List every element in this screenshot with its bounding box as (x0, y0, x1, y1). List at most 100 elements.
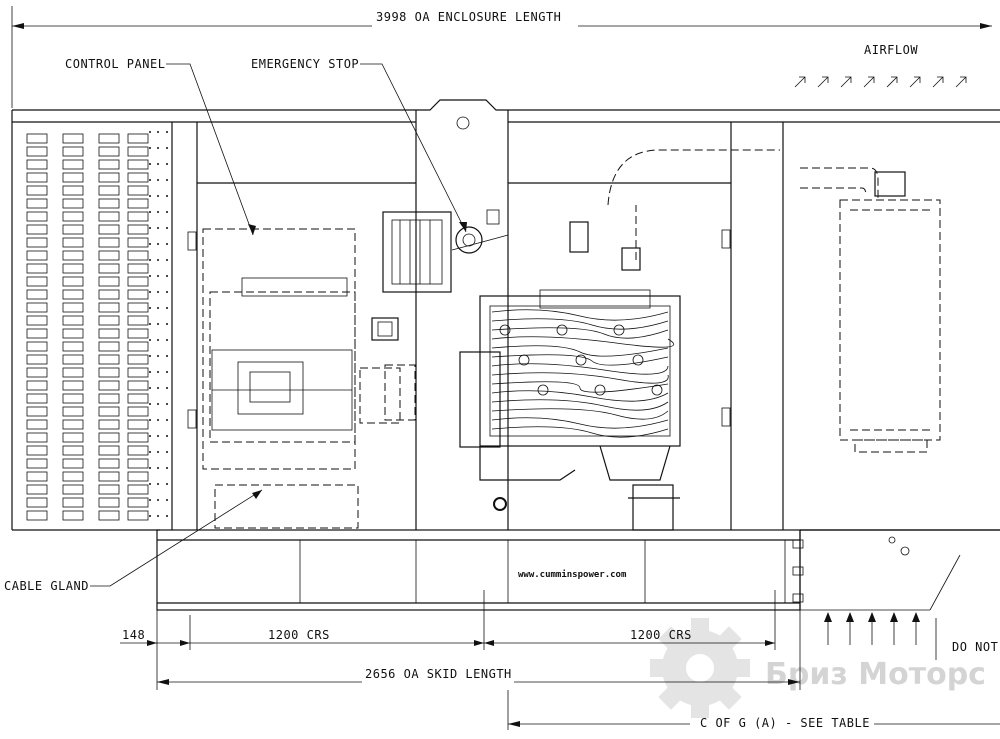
louvre-slat (127, 393, 149, 404)
airflow-arrows-icon (794, 76, 967, 88)
louvre-slat (98, 510, 120, 521)
watermark: Бриз Моторс (650, 618, 986, 718)
louvre-slat (62, 250, 84, 261)
engine-detail-line (491, 327, 669, 339)
louvre-slat (98, 393, 120, 404)
louvre-slat (62, 510, 84, 521)
rivet (149, 435, 151, 437)
rivet (166, 435, 168, 437)
louvre-slat (26, 211, 48, 222)
rivet (166, 483, 168, 485)
louvre-slat (127, 458, 149, 469)
louvre-slat (98, 211, 120, 222)
rivet (166, 499, 168, 501)
engine-detail-line (491, 390, 669, 402)
rivet (157, 419, 159, 421)
enclosure-body (11, 99, 1000, 531)
engine-detail-line (491, 426, 669, 438)
rivet (149, 163, 151, 165)
louvre-slat (62, 224, 84, 235)
louvre-slat (62, 393, 84, 404)
rivet (166, 515, 168, 517)
louvre-slat (62, 198, 84, 209)
rivet (157, 259, 159, 261)
louvre-slat (127, 133, 149, 144)
louvre-slat (98, 302, 120, 313)
louvre-slat (26, 341, 48, 352)
louvre-slat (98, 432, 120, 443)
rivet (149, 211, 151, 213)
engine-detail-line (491, 381, 669, 393)
engine-bolt (632, 354, 644, 366)
louvre-slat (98, 406, 120, 417)
louvre-slat (26, 159, 48, 170)
louvre-slat (62, 458, 84, 469)
engine-bolt (651, 384, 663, 396)
louvre-slat (98, 224, 120, 235)
control-panel-label: CONTROL PANEL (65, 57, 165, 71)
engine-bolt (537, 384, 549, 396)
rivet (157, 179, 159, 181)
enclosure-length-dimension: 3998 OA ENCLOSURE LENGTH (11, 6, 992, 108)
louvre-slat (127, 354, 149, 365)
louvre-slat (62, 159, 84, 170)
rivet (149, 291, 151, 293)
airflow-indicator: AIRFLOW (794, 43, 967, 88)
rivet (166, 179, 168, 181)
center-of-gravity-label: C OF G (A) - SEE TABLE (700, 716, 870, 730)
rivet (157, 515, 159, 517)
rivet (157, 339, 159, 341)
rivet (149, 371, 151, 373)
louvre-slat (127, 341, 149, 352)
louvre-slat (127, 211, 149, 222)
rivet (166, 323, 168, 325)
rivet (157, 435, 159, 437)
louvre-slat (62, 185, 84, 196)
rivet (166, 467, 168, 469)
louvre-slat (26, 380, 48, 391)
watermark-text: Бриз Моторс (765, 657, 986, 692)
louvre-slat (26, 250, 48, 261)
rivet (166, 387, 168, 389)
engine-detail-line (491, 399, 669, 411)
skid-length-label: 2656 OA SKID LENGTH (365, 667, 512, 681)
crs-right-label: 1200 CRS (630, 628, 692, 642)
rivet (149, 499, 151, 501)
rivet (157, 371, 159, 373)
left-offset-label: 148 (122, 628, 145, 642)
rivet (166, 307, 168, 309)
louvre-slat (98, 315, 120, 326)
rivet (166, 339, 168, 341)
rivet (149, 275, 151, 277)
engine-bolt (499, 324, 511, 336)
louvre-slat (26, 432, 48, 443)
engine-bolt (556, 324, 568, 336)
louvre-slat (127, 276, 149, 287)
bottom-dimensions: 148 1200 CRS 1200 CRS 2656 OA SKID LENGT… (120, 590, 1000, 730)
rivet (166, 147, 168, 149)
rivet (166, 291, 168, 293)
rivet (166, 163, 168, 165)
louvre-slat (98, 458, 120, 469)
louvre-slat (26, 237, 48, 248)
louvre-slat (62, 146, 84, 157)
airflow-label: AIRFLOW (864, 43, 918, 57)
rivet (157, 227, 159, 229)
rivet (149, 323, 151, 325)
louvre-slat (62, 471, 84, 482)
rivet (157, 467, 159, 469)
rivet (149, 195, 151, 197)
rivet (157, 131, 159, 133)
enclosure-length-label: 3998 OA ENCLOSURE LENGTH (376, 10, 561, 24)
louvre-slat (98, 172, 120, 183)
louvre-slat (98, 198, 120, 209)
louvre-slat (127, 367, 149, 378)
engine-detail-line (491, 345, 669, 357)
rivet (166, 451, 168, 453)
rivet (166, 243, 168, 245)
louvre-slat (62, 133, 84, 144)
louvre-slat (62, 406, 84, 417)
louvre-slat (98, 367, 120, 378)
rivet (166, 419, 168, 421)
rivet (149, 131, 151, 133)
